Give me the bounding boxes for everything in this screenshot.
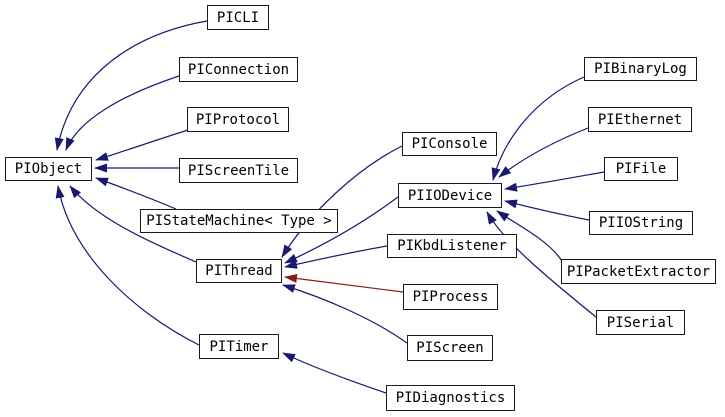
edge-piserial-to-piiodevice xyxy=(486,211,597,318)
node-piprotocol[interactable]: PIProtocol xyxy=(187,107,289,132)
edge-pithread-to-piobject xyxy=(69,185,197,263)
edge-piiodevice-to-pithread xyxy=(284,196,399,264)
node-pipacketextractor[interactable]: PIPacketExtractor xyxy=(561,259,716,284)
edge-piethernet-to-piiodevice xyxy=(498,127,589,178)
node-pitimer[interactable]: PITimer xyxy=(199,334,279,359)
edge-piprotocol-to-piobject xyxy=(95,129,189,161)
edge-pipacketextractor-to-piiodevice xyxy=(496,210,563,262)
node-piscreentile[interactable]: PIScreenTile xyxy=(179,158,298,183)
edge-piconnection-to-piobject xyxy=(65,75,180,151)
node-picli[interactable]: PICLI xyxy=(207,5,269,30)
edge-piiostring-to-piiodevice xyxy=(504,199,590,221)
edge-picli-to-piobject xyxy=(54,20,208,151)
node-piconnection[interactable]: PIConnection xyxy=(179,57,298,82)
node-pibinarylog[interactable]: PIBinaryLog xyxy=(584,57,697,81)
edge-pifile-to-piiodevice xyxy=(504,171,605,192)
edge-pitimer-to-piobject xyxy=(55,185,200,346)
edge-pibinarylog-to-piiodevice xyxy=(491,76,585,181)
node-piiodevice[interactable]: PIIODevice xyxy=(398,183,502,208)
node-piscreen[interactable]: PIScreen xyxy=(407,335,493,361)
edge-pikbdlistener-to-pithread xyxy=(284,245,388,269)
edge-pidiagnostics-to-pitimer xyxy=(282,352,387,394)
node-pithread[interactable]: PIThread xyxy=(196,259,282,283)
node-piprocess[interactable]: PIProcess xyxy=(403,284,498,310)
edge-piprocess-to-pithread xyxy=(284,274,404,293)
node-pikbdlistener[interactable]: PIKbdListener xyxy=(387,234,517,258)
node-piethernet[interactable]: PIEthernet xyxy=(588,107,692,132)
node-piiostring[interactable]: PIIOString xyxy=(589,211,693,235)
node-piobject: PIObject xyxy=(5,157,92,181)
edge-piconsole-to-pithread xyxy=(281,145,403,258)
edge-pistatemachine-to-piobject xyxy=(95,177,177,210)
node-pidiagnostics[interactable]: PIDiagnostics xyxy=(386,385,515,411)
node-piserial[interactable]: PISerial xyxy=(596,310,685,335)
node-pistatemachine[interactable]: PIStateMachine< Type > xyxy=(140,209,338,233)
node-pifile[interactable]: PIFile xyxy=(604,157,678,181)
node-piconsole[interactable]: PIConsole xyxy=(402,132,497,156)
edge-piscreen-to-pithread xyxy=(282,284,408,344)
